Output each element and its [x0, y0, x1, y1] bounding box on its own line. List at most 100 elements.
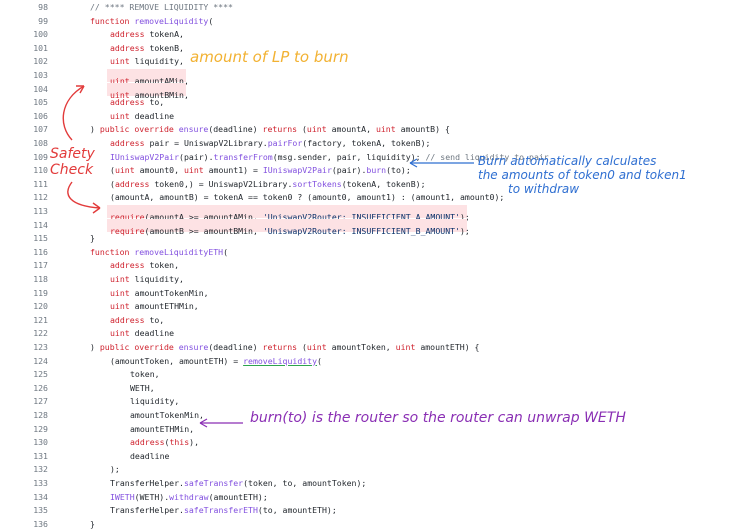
code-text: uint amountAMin,: [110, 75, 189, 88]
line-number: 119: [33, 287, 48, 298]
code-text: uint deadline: [110, 327, 174, 340]
code-token: address: [110, 97, 150, 108]
code-token: address: [110, 42, 150, 53]
line-number: 116: [33, 246, 48, 257]
code-token: liquidity,: [134, 56, 184, 67]
code-token: (amountToken, amountETH) =: [110, 355, 244, 366]
code-token: uint: [395, 342, 421, 352]
code-token: amount1) =: [208, 165, 263, 176]
code-text: address pair = UniswapV2Library.pairFor(…: [110, 137, 430, 150]
code-text: TransferHelper.safeTransfer(token, to, a…: [110, 477, 366, 490]
code-token: (: [208, 15, 214, 26]
code-line: 115}: [0, 232, 740, 245]
code-token: uint: [183, 165, 209, 176]
line-number: 128: [33, 410, 48, 420]
code-token: public override: [99, 124, 179, 135]
code-token: this: [169, 437, 190, 448]
annotation-burn-line2: the amounts of token0 and token1: [478, 168, 687, 182]
code-token: (: [164, 437, 170, 448]
code-text: (amountToken, amountETH) = removeLiquidi…: [110, 355, 322, 368]
code-token: uint: [110, 56, 135, 67]
code-token: (: [110, 165, 115, 176]
code-text: TransferHelper.safeTransferETH(to, amoun…: [110, 504, 337, 517]
line-number: 110: [33, 165, 48, 176]
code-line: 111(address token0,) = UniswapV2Library.…: [0, 178, 740, 191]
code-token: );: [460, 212, 470, 222]
code-token: (tokenA, tokenB);: [341, 178, 426, 189]
code-token: amountTokenMin,: [134, 287, 209, 298]
code-line-number-row: 103: [0, 69, 740, 82]
code-token: (pair).: [179, 151, 214, 162]
code-token: function: [90, 15, 135, 26]
code-token: tokenB,: [149, 42, 184, 53]
line-number: 126: [33, 382, 48, 393]
code-token: (token, to, amountToken);: [243, 478, 367, 488]
line-number: 125: [33, 369, 48, 380]
code-text: liquidity,: [130, 395, 179, 408]
code-text: ) public override ensure(deadline) retur…: [90, 123, 450, 136]
code-token: (: [301, 342, 307, 352]
line-number: 115: [33, 233, 48, 244]
code-line-number-row: 104: [0, 83, 740, 96]
code-token: uint: [114, 165, 140, 176]
code-token: (pair).: [331, 165, 367, 176]
annotation-burn-calc: Burn automatically calculates the amount…: [478, 154, 687, 196]
code-token: deadline: [134, 110, 175, 121]
code-token: (to, amountETH);: [257, 505, 337, 516]
code-token: TransferHelper.: [110, 478, 184, 488]
code-token: amountB) {: [400, 124, 450, 135]
code-token: (: [223, 246, 229, 257]
code-token: uint: [306, 342, 332, 352]
code-text: uint amountETHMin,: [110, 300, 199, 313]
annotation-burn-line3: to withdraw: [508, 182, 580, 196]
code-token: amountAMin,: [134, 76, 189, 86]
code-token: token0,) = UniswapV2Library.: [154, 178, 293, 189]
line-number: 118: [33, 274, 48, 284]
code-token: uint: [110, 328, 135, 339]
code-token: removeLiquidity: [134, 15, 209, 26]
code-token: ensure: [178, 342, 209, 352]
code-token: amountETHMin,: [134, 301, 199, 312]
code-text: }: [90, 518, 95, 531]
code-line: 99 function removeLiquidity(: [0, 15, 740, 28]
code-text: );: [110, 463, 120, 476]
code-token: (deadline): [208, 342, 263, 352]
line-number: 99: [38, 15, 48, 26]
code-line: 136}: [0, 518, 740, 531]
code-token: liquidity,: [134, 274, 184, 284]
code-text: // **** REMOVE LIQUIDITY ****: [90, 1, 233, 14]
code-token: (: [301, 124, 307, 135]
code-token: pair = UniswapV2Library.: [149, 138, 268, 148]
line-number: 114: [33, 219, 48, 230]
code-line: 123) public override ensure(deadline) re…: [0, 341, 740, 354]
code-text: uint liquidity,: [110, 55, 184, 68]
code-token: (msg.sender, pair, liquidity);: [272, 151, 426, 162]
code-token: uint: [375, 124, 401, 135]
code-token: sortTokens: [292, 178, 342, 189]
line-number: 106: [33, 110, 48, 121]
line-number: 129: [33, 423, 48, 434]
line-number: 108: [33, 138, 48, 148]
line-number: 107: [33, 124, 48, 135]
code-token: // **** REMOVE LIQUIDITY ****: [90, 2, 233, 12]
code-text: function removeLiquidity(: [90, 15, 213, 28]
code-text: (address token0,) = UniswapV2Library.sor…: [110, 178, 426, 191]
code-text: WETH,: [130, 382, 155, 395]
code-line: require(amountA >= amountAMin, 'UniswapV…: [107, 205, 470, 222]
line-number: 104: [33, 83, 48, 94]
code-token: 'UniswapV2Router: INSUFFICIENT_A_AMOUNT': [262, 212, 460, 222]
line-number: 131: [33, 450, 48, 461]
code-line: 112(amountA, amountB) = tokenA == token0…: [0, 191, 740, 204]
code-token: // send liquidity to pair: [425, 151, 549, 162]
code-line: 126 WETH,: [0, 382, 740, 395]
